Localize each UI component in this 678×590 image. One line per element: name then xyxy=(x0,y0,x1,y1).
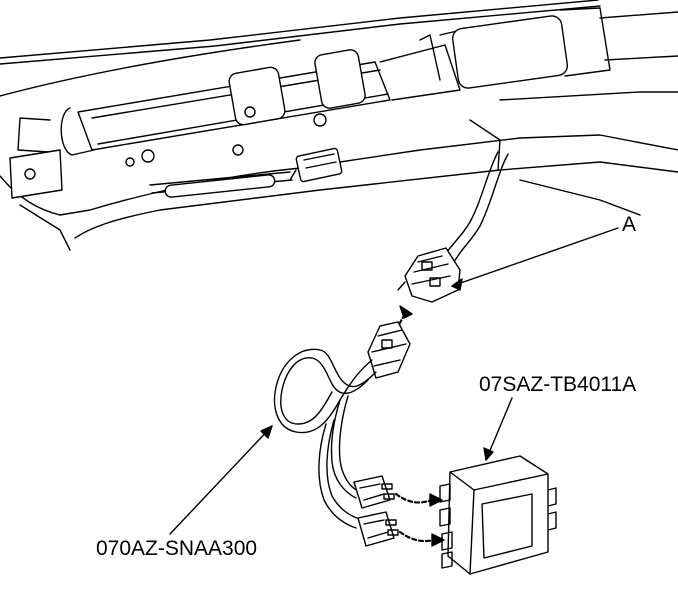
callout-a: A xyxy=(622,213,637,236)
inflator-connector xyxy=(289,147,343,183)
leader-line-a xyxy=(451,227,619,287)
leader-arrow-subharness xyxy=(483,447,494,461)
tool-harness-cable xyxy=(273,348,377,529)
connect-arrow-upper xyxy=(394,492,443,507)
subharness-box xyxy=(439,455,557,575)
callout-tool-harness-part-number: 070AZ-SNAA300 xyxy=(96,537,258,560)
leader-line-subharness xyxy=(485,397,513,461)
tool-plug-upper xyxy=(353,475,395,509)
tool-plug-lower xyxy=(357,511,399,547)
leader-arrow-a xyxy=(451,278,463,291)
callout-subharness-part-number: 07SAZ-TB4011A xyxy=(479,373,637,396)
vehicle-harness-wire xyxy=(443,151,509,263)
connect-arrow-lower xyxy=(398,530,445,547)
leader-line-tool-harness xyxy=(169,425,273,535)
leader-arrow-tool-harness xyxy=(260,425,273,439)
connector-a xyxy=(397,247,461,303)
airbag-inflator xyxy=(9,7,678,199)
tool-harness-connector xyxy=(367,321,411,379)
